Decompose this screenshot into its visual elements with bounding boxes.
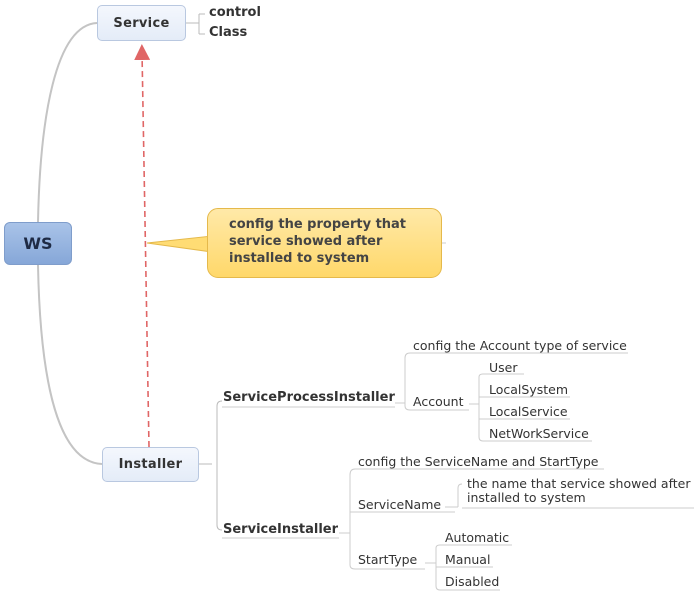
- connector-process-installer-children: [395, 352, 628, 411]
- service-child-class[interactable]: Class: [209, 25, 248, 40]
- servicename-topic[interactable]: ServiceName: [358, 497, 442, 512]
- callout-pointer: [146, 235, 213, 253]
- account-option-user[interactable]: User: [489, 360, 518, 375]
- connector-root-installer: [37, 264, 103, 465]
- root-node[interactable]: WS: [4, 222, 72, 265]
- callout-line-3: installed to system: [229, 251, 370, 266]
- account-option-localservice[interactable]: LocalService: [489, 404, 568, 419]
- connector-root-service: [37, 22, 98, 223]
- process-installer-topic[interactable]: ServiceProcessInstaller: [223, 390, 395, 405]
- process-installer-note[interactable]: config the Account type of service: [413, 338, 627, 353]
- account-option-networkservice[interactable]: NetWorkService: [489, 426, 589, 441]
- service-installer-topic[interactable]: ServiceInstaller: [223, 522, 339, 537]
- callout-line-2: service showed after: [229, 234, 383, 249]
- service-child-control[interactable]: control: [209, 5, 261, 20]
- starttype-option-disabled[interactable]: Disabled: [445, 574, 500, 589]
- starttype-option-automatic[interactable]: Automatic: [445, 530, 510, 545]
- connector-service-installer-children: [339, 468, 604, 570]
- installer-node[interactable]: Installer: [102, 447, 199, 482]
- connector-starttype-options: [425, 544, 512, 591]
- servicename-note[interactable]: the name that service showed after insta…: [467, 476, 691, 505]
- callout-line-1: config the property that: [229, 217, 407, 232]
- starttype-topic[interactable]: StartType: [358, 552, 418, 567]
- connector-account-options: [469, 373, 592, 442]
- service-node[interactable]: Service: [97, 5, 186, 41]
- connector-servicename-note: [445, 483, 694, 509]
- callout-note[interactable]: config the property that service showed …: [207, 208, 442, 278]
- installer-label: Installer: [118, 457, 183, 472]
- account-topic[interactable]: Account: [413, 394, 464, 409]
- relationship-arrow: [134, 44, 151, 448]
- service-label: Service: [113, 15, 170, 31]
- account-option-localsystem[interactable]: LocalSystem: [489, 382, 569, 397]
- service-installer-note[interactable]: config the ServiceName and StartType: [358, 454, 599, 469]
- starttype-option-manual[interactable]: Manual: [445, 552, 491, 567]
- root-label: WS: [23, 234, 53, 253]
- connector-service-children: [186, 13, 205, 35]
- connector-installer-branches: [199, 400, 223, 531]
